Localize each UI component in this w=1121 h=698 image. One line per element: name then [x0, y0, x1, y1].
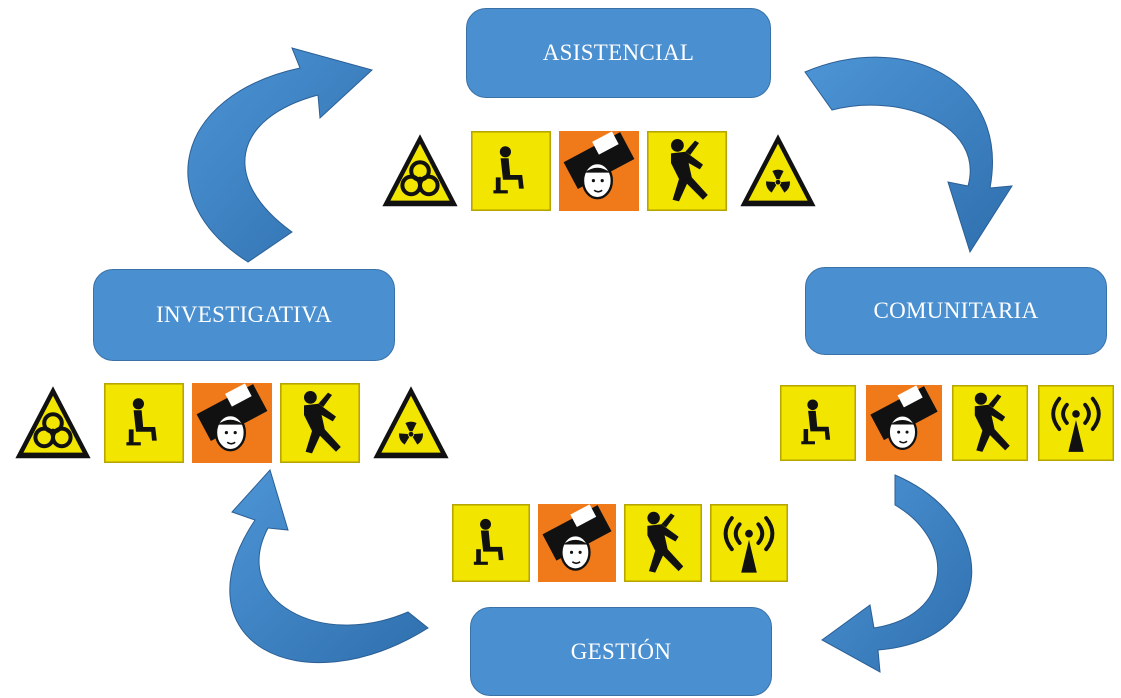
- non-ionizing-radiation-icon: [1038, 385, 1114, 461]
- seated-worker-icon: [471, 131, 551, 211]
- head-injury-icon: [192, 383, 272, 463]
- node-asistencial-label: ASISTENCIAL: [542, 40, 695, 65]
- node-investigativa: INVESTIGATIVA: [93, 269, 395, 361]
- node-comunitaria-label: COMUNITARIA: [873, 298, 1039, 323]
- node-comunitaria: COMUNITARIA: [805, 267, 1107, 355]
- seated-worker-icon: [104, 383, 184, 463]
- biohazard-icon: [10, 383, 96, 463]
- radiation-icon: [735, 131, 821, 211]
- node-gestion-label: GESTIÓN: [570, 638, 672, 664]
- falling-person-icon: [952, 385, 1028, 461]
- non-ionizing-radiation-icon: [710, 504, 788, 582]
- cycle-arrow-comunitaria-to-gestion: [821, 474, 973, 673]
- biohazard-icon: [377, 131, 463, 211]
- node-asistencial: ASISTENCIAL: [466, 8, 771, 98]
- node-gestion: GESTIÓN: [470, 607, 772, 696]
- seated-worker-icon: [452, 504, 530, 582]
- cycle-arrow-asistencial-to-comunitaria: [804, 56, 1013, 254]
- cycle-arrow-investigativa-to-asistencial: [187, 47, 374, 263]
- falling-person-icon: [280, 383, 360, 463]
- node-investigativa-label: INVESTIGATIVA: [156, 302, 332, 327]
- cycle-arrow-gestion-to-investigativa: [229, 469, 429, 664]
- icon-row-investigativa: [10, 383, 454, 463]
- head-injury-icon: [866, 385, 942, 461]
- icon-row-gestion: [452, 504, 788, 582]
- icon-row-asistencial: [377, 131, 821, 211]
- seated-worker-icon: [780, 385, 856, 461]
- icon-row-comunitaria: [780, 385, 1114, 461]
- head-injury-icon: [538, 504, 616, 582]
- radiation-icon: [368, 383, 454, 463]
- head-injury-icon: [559, 131, 639, 211]
- falling-person-icon: [647, 131, 727, 211]
- falling-person-icon: [624, 504, 702, 582]
